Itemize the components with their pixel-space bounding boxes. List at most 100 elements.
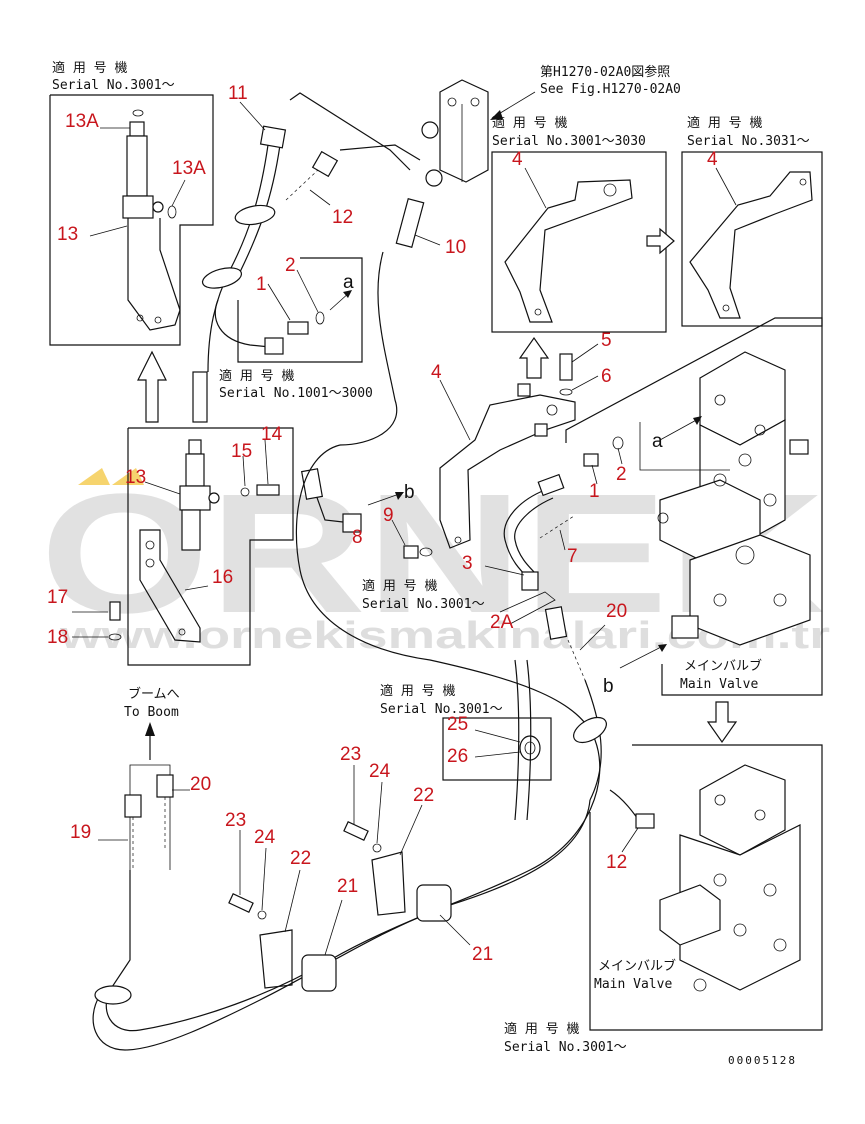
part-20-fitting-upper (544, 606, 568, 640)
valve-lower-stack (679, 824, 801, 991)
callout-21-right: 21 (472, 944, 493, 965)
to-boom-jp: ブームへ (128, 686, 180, 702)
part-12-fitting-lower (635, 813, 655, 829)
part-16-hole-2 (145, 558, 155, 568)
arrow-up-to-bracket-inset (518, 336, 550, 379)
leader-11 (239, 101, 266, 131)
callout-11: 11 (228, 83, 248, 104)
callout-25: 25 (447, 714, 468, 735)
part-23-bolt-right (343, 821, 369, 841)
hose-clamp-mid (573, 716, 607, 744)
part-16-hole-1 (145, 540, 155, 550)
part-13-pipe (126, 135, 148, 197)
part-16-bracket (139, 529, 201, 643)
valve-port-b (671, 615, 699, 639)
group-2a: 適 用 号 機 Serial No.3001～ 2A (362, 578, 556, 633)
part-4a-hole-2 (534, 308, 542, 316)
leader-4-b (715, 167, 737, 206)
letter-a-upper: a (343, 272, 354, 293)
leader-21-left (324, 899, 343, 956)
part-20-fitting-lower (156, 774, 174, 798)
valve-port-3 (738, 453, 752, 467)
part-10-fitting (395, 197, 425, 249)
part-8-fitting (342, 513, 362, 533)
valve-lower-port-7 (693, 978, 707, 992)
leader-3 (484, 565, 525, 576)
part-13a-oring (167, 205, 177, 219)
leader-22-left (284, 869, 301, 933)
valve-lower-port-2 (754, 809, 766, 821)
inset-13-frame (49, 94, 214, 346)
callout-2a: 2A (490, 612, 514, 633)
part-13-block-lower (179, 485, 211, 511)
callout-4-a: 4 (512, 149, 523, 170)
ref-valve-bolt-2 (470, 97, 480, 107)
arrow-b-upper-head (395, 492, 404, 500)
inset-13-serial-en: Serial No.3001～ (52, 78, 175, 93)
to-boom-group: ブームへ To Boom 19 20 (70, 686, 211, 870)
leader-26 (474, 751, 521, 758)
boom-hose-clamp (94, 985, 132, 1005)
serial-25-jp: 適 用 号 機 (380, 683, 455, 699)
leader-5 (571, 343, 599, 363)
leader-4-main (439, 379, 471, 441)
part-13-cap-lower (188, 439, 202, 455)
part-13a-cap (129, 121, 145, 137)
valve-port-1 (714, 394, 726, 406)
part-12-fitting (311, 150, 339, 178)
leader-13 (89, 225, 128, 237)
bracket-3031-jp: 適 用 号 機 (687, 115, 762, 131)
main-valve-lower-frame (589, 744, 823, 1031)
callout-4-b: 4 (707, 149, 718, 170)
serial-1001-jp: 適 用 号 機 (219, 368, 294, 384)
part-7-hose (539, 515, 575, 539)
valve-port-6 (735, 545, 755, 565)
group-1001-3000: 適 用 号 機 Serial No.1001～3000 a 1 2 (214, 255, 373, 401)
part-1-fitting (287, 321, 309, 335)
part-6-washer (559, 388, 573, 396)
leader-10 (414, 234, 441, 246)
box-13-18-frame (127, 427, 294, 666)
ref-fig-en: See Fig.H1270-02A0 (540, 82, 681, 97)
callout-13-lower: 13 (125, 467, 146, 488)
leader-2-upper (296, 269, 319, 313)
part-13-bracket (127, 218, 181, 331)
serial-2a-en: Serial No.3001～ (362, 597, 485, 612)
inset-bracket-3031-on: 適 用 号 機 Serial No.3031～ 4 (681, 115, 823, 327)
leader-14 (264, 439, 269, 485)
inset-bracket-3001-frame (491, 151, 667, 333)
callout-20-lower: 20 (190, 774, 211, 795)
serial-lower-valve-jp: 適 用 号 機 (504, 1021, 579, 1037)
callout-7: 7 (567, 546, 578, 567)
valve-lower-side (659, 884, 721, 946)
callout-1-upper: 1 (256, 274, 267, 295)
boom-hose-run: 21 21 22 22 23 24 23 24 (92, 444, 607, 1051)
serial-25-en: Serial No.3001～ (380, 702, 503, 717)
leader-7 (559, 529, 566, 551)
part-4b-hole (799, 178, 807, 186)
callout-2-lower: 2 (616, 464, 627, 485)
callout-15: 15 (231, 441, 252, 462)
leader-13-lower (144, 481, 181, 495)
inset-25-26: 適 用 号 機 Serial No.3001～ 25 26 (380, 659, 552, 821)
hose-to-valve-1 (289, 92, 411, 171)
ref-valve-port-2 (425, 169, 443, 187)
letter-a-lower: a (652, 431, 663, 452)
callout-2-upper: 2 (285, 255, 296, 276)
valve-lower-port-1 (714, 794, 726, 806)
hose-20-path (584, 679, 602, 801)
valve-port-2 (754, 424, 766, 436)
serial-2a-jp: 適 用 号 機 (362, 578, 437, 594)
callout-20-upper: 20 (606, 601, 627, 622)
leader-24-right (376, 781, 383, 844)
part-24-washer-left (257, 910, 267, 920)
callout-13-inset: 13 (57, 224, 78, 245)
callout-10: 10 (445, 237, 466, 258)
hose-1-2 (214, 299, 271, 348)
callout-17: 17 (47, 587, 68, 608)
hose-to-valve-2 (339, 144, 421, 161)
boom-hose-secondary (92, 799, 591, 1051)
valve-plug-1 (789, 439, 809, 455)
leader-6 (571, 375, 599, 391)
leader-22-right (399, 804, 423, 856)
